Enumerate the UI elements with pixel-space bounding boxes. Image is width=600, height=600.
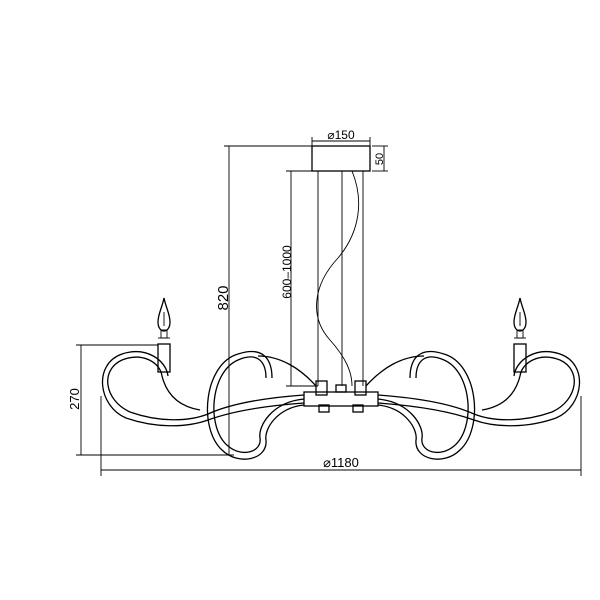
arm-left-upper-scroll (257, 355, 317, 387)
overall-diameter-label: ⌀1180 (323, 455, 359, 470)
arms (101, 350, 581, 460)
total-height-label: 820 (215, 285, 232, 310)
suspension (316, 170, 364, 387)
total-height-dimension: 820 (215, 145, 312, 456)
canopy-diameter-label: ⌀150 (327, 128, 355, 142)
candle-left-sleeve (157, 343, 171, 373)
adjustable-length-dimension: 600–1000 (280, 170, 318, 387)
arm-left-inner-loop-edge (206, 350, 305, 460)
arm-right-inner-loop-edge (377, 350, 476, 460)
overall-diameter-dimension: ⌀1180 (100, 396, 582, 476)
canopy-body (311, 145, 371, 172)
hub-bolt-left (318, 404, 330, 413)
power-cable (316, 170, 360, 387)
canopy-height-label: 50 (374, 153, 386, 165)
candle-left-bulb-icon (157, 297, 171, 332)
arm-left-inner-loop (213, 356, 305, 454)
canopy-diameter-dimension: ⌀150 (311, 128, 371, 146)
candle-right-bulb-icon (513, 297, 527, 332)
body-height-label: 270 (67, 388, 82, 410)
adjustable-length-label: 600–1000 (280, 245, 294, 299)
canopy-height-dimension: 50 (372, 145, 388, 172)
arm-right-upper-scroll (365, 355, 425, 387)
candle-right-socket (516, 329, 524, 339)
arm-right-candle-stem (481, 375, 521, 411)
body-height-dimension: 270 (67, 344, 158, 456)
hub-collar-right (354, 380, 367, 396)
hub-collar-left (315, 380, 328, 396)
arm-left-outer-inner-edge (101, 351, 305, 427)
arm-right-inner-loop (377, 356, 469, 454)
candle-left (157, 297, 171, 373)
candle-right (513, 297, 527, 373)
arm-left-candle-stem (161, 375, 201, 411)
candle-right-sleeve (513, 343, 527, 373)
ceiling-canopy (311, 145, 371, 172)
hub-body (303, 391, 379, 407)
arm-right-outer-inner-edge (377, 351, 581, 427)
candle-left-socket (160, 329, 168, 339)
arm-right-outer (377, 356, 575, 421)
hub-bolt-right (352, 404, 364, 413)
hub-center-cap (335, 384, 347, 393)
arm-left-outer (107, 356, 305, 421)
